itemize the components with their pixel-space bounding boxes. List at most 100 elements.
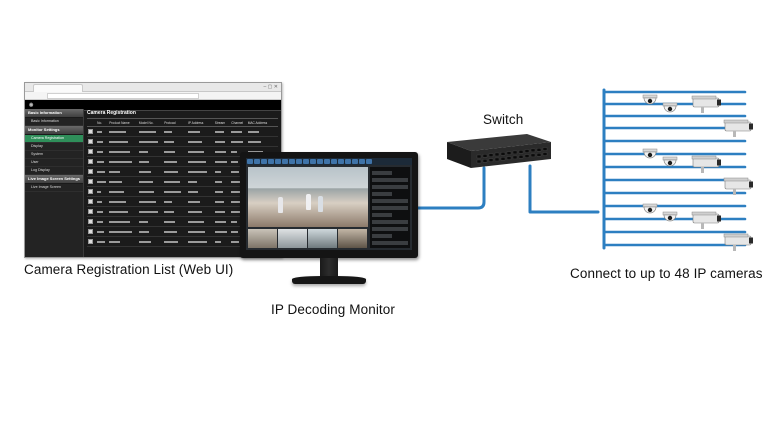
toolbar-button[interactable] — [303, 159, 309, 164]
toolbar-button[interactable] — [359, 159, 365, 164]
row-checkbox[interactable] — [87, 226, 97, 237]
sidebar-item[interactable]: Display — [25, 143, 83, 151]
panel-control[interactable] — [372, 206, 408, 210]
switch-port — [494, 157, 500, 162]
column-header[interactable]: Product Name — [108, 119, 138, 127]
row-checkbox[interactable] — [87, 126, 97, 137]
sidebar-item[interactable]: System — [25, 151, 83, 159]
table-cell — [137, 196, 164, 207]
toolbar-button[interactable] — [317, 159, 323, 164]
table-cell — [163, 146, 188, 157]
sidebar-group: Live Image Screen Settings — [25, 175, 83, 184]
sidebar-item[interactable]: Log Display — [25, 167, 83, 175]
bullet-camera-icon — [691, 95, 721, 113]
table-cell — [137, 206, 164, 217]
panel-control[interactable] — [372, 234, 392, 238]
panel-control[interactable] — [372, 192, 392, 196]
table-row[interactable] — [87, 126, 278, 137]
table-cell — [213, 126, 231, 137]
switch-port — [482, 154, 488, 158]
switch-caption: Switch — [483, 112, 524, 127]
column-header[interactable]: Stream — [213, 119, 231, 127]
camera-feed-thumb — [308, 229, 337, 248]
table-row[interactable] — [87, 136, 278, 147]
table-row[interactable] — [87, 146, 278, 157]
row-checkbox[interactable] — [87, 136, 97, 147]
toolbar-button[interactable] — [352, 159, 358, 164]
panel-control[interactable] — [372, 171, 392, 175]
switch-port — [482, 159, 488, 163]
row-checkbox[interactable] — [87, 176, 97, 187]
table-cell — [187, 126, 214, 137]
panel-control[interactable] — [372, 185, 408, 189]
row-checkbox[interactable] — [87, 216, 97, 227]
row-checkbox[interactable] — [87, 236, 97, 247]
url-field[interactable] — [47, 93, 199, 99]
table-cell — [187, 236, 214, 247]
table-cell — [187, 156, 214, 167]
column-header[interactable]: MAC Address — [246, 119, 278, 127]
column-header[interactable]: Protocol — [163, 119, 188, 127]
panel-control[interactable] — [372, 227, 408, 231]
column-header[interactable]: No. — [96, 119, 109, 127]
bullet-camera-icon — [723, 177, 753, 195]
switch-port — [524, 149, 530, 153]
toolbar-button[interactable] — [254, 159, 260, 164]
row-checkbox[interactable] — [87, 156, 97, 167]
toolbar-button[interactable] — [282, 159, 288, 164]
browser-tab[interactable] — [33, 84, 83, 92]
toolbar-button[interactable] — [261, 159, 267, 164]
table-cell — [108, 206, 138, 217]
panel-control[interactable] — [372, 241, 408, 245]
table-cell — [96, 166, 109, 177]
web-ui-caption: Camera Registration List (Web UI) — [24, 262, 234, 277]
browser-tab-bar: – ▢ ✕ — [25, 83, 281, 92]
toolbar-button[interactable] — [366, 159, 372, 164]
toolbar-button[interactable] — [331, 159, 337, 164]
column-header[interactable] — [87, 119, 97, 127]
window-controls[interactable]: – ▢ ✕ — [263, 84, 278, 90]
row-checkbox[interactable] — [87, 206, 97, 217]
table-cell — [230, 236, 247, 247]
network-switch-icon — [447, 134, 551, 168]
switch-port — [542, 147, 548, 151]
dome-camera-icon — [642, 203, 658, 214]
sidebar-item[interactable]: Live Image Screen — [25, 184, 83, 192]
row-checkbox[interactable] — [87, 186, 97, 197]
row-checkbox[interactable] — [87, 196, 97, 207]
cameras-caption: Connect to up to 48 IP cameras — [570, 266, 763, 281]
sidebar-item[interactable]: User — [25, 159, 83, 167]
toolbar-button[interactable] — [296, 159, 302, 164]
panel-control[interactable] — [372, 199, 408, 203]
table-cell — [163, 176, 188, 187]
toolbar-button[interactable] — [268, 159, 274, 164]
toolbar-button[interactable] — [275, 159, 281, 164]
monitor-screen — [246, 158, 412, 250]
toolbar-button[interactable] — [345, 159, 351, 164]
panel-control[interactable] — [372, 220, 408, 224]
switch-port — [476, 159, 482, 164]
table-cell — [187, 226, 214, 237]
panel-control[interactable] — [372, 213, 392, 217]
app-header: ◉ — [25, 100, 281, 111]
toolbar-button[interactable] — [310, 159, 316, 164]
switch-port — [530, 153, 536, 158]
table-cell — [96, 136, 109, 147]
row-checkbox[interactable] — [87, 166, 97, 177]
table-cell — [108, 156, 138, 167]
table-cell — [108, 196, 138, 207]
table-cell — [213, 216, 231, 227]
column-header[interactable]: Model No. — [137, 119, 164, 127]
row-checkbox[interactable] — [87, 146, 97, 157]
column-header[interactable]: Channel — [230, 119, 247, 127]
column-header[interactable]: IP Address — [187, 119, 214, 127]
table-cell — [213, 196, 231, 207]
toolbar-button[interactable] — [289, 159, 295, 164]
toolbar-button[interactable] — [247, 159, 253, 164]
sidebar-item[interactable]: Basic Information — [25, 118, 83, 126]
toolbar-button[interactable] — [324, 159, 330, 164]
sidebar-item[interactable]: Camera Registration — [25, 135, 83, 143]
toolbar-button[interactable] — [338, 159, 344, 164]
panel-control[interactable] — [372, 178, 408, 182]
